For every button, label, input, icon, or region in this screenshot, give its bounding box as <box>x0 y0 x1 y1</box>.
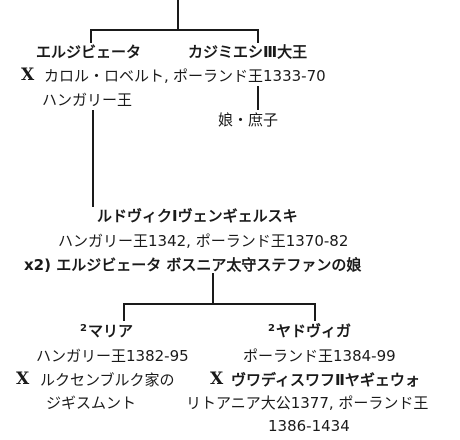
ludwik-marriage: x2) エルジビェータ ボスニア太守ステファンの娘 <box>24 256 362 274</box>
kazimierz-child-line <box>257 86 259 110</box>
ludwik-name: ルドヴィクⅠヴェンギェルスキ <box>97 207 298 225</box>
jadwiga-spouse: ヴワディスワフⅡヤギェウォ <box>231 371 420 389</box>
gen3-stem-line <box>212 273 214 305</box>
elzbieta-drop-line <box>90 29 92 43</box>
jadwiga-spouse-title-line2: 1386-1434 <box>268 417 350 435</box>
maria-number: 2 <box>80 323 87 334</box>
elzbieta-spouse: カロル・ロベルト, <box>44 67 169 85</box>
jadwiga-name-line: 2ヤドヴィガ <box>268 322 351 343</box>
jadwiga-drop-line <box>314 303 316 321</box>
kazimierz-name: カジミエシⅢ大王 <box>188 43 308 61</box>
jadwiga-marriage-mark: X <box>210 369 224 389</box>
maria-spouse-line1: ルクセンブルク家の <box>40 371 175 389</box>
jadwiga-spouse-title-line1: リトアニア大公1377, ポーランド王 <box>186 394 429 412</box>
maria-spouse-line2: ジギスムント <box>46 394 137 412</box>
elzbieta-spouse-title: ハンガリー王 <box>42 91 133 109</box>
gen1-sibling-bar <box>90 29 259 31</box>
jadwiga-number: 2 <box>268 323 275 334</box>
gen3-sibling-bar <box>123 303 316 305</box>
ludwik-descent-line <box>92 110 94 207</box>
elzbieta-marriage-mark: X <box>21 65 35 85</box>
kazimierz-child: 娘・庶子 <box>218 111 279 129</box>
jadwiga-name: ヤドヴィガ <box>275 322 351 340</box>
maria-name-line: 2マリア <box>80 322 133 343</box>
maria-name: マリア <box>87 322 133 340</box>
kazimierz-drop-line <box>257 29 259 43</box>
maria-marriage-mark: X <box>16 369 30 389</box>
top-stem-line <box>177 0 179 30</box>
maria-drop-line <box>123 303 125 321</box>
ludwik-title: ハンガリー王1342, ポーランド王1370-82 <box>58 232 349 250</box>
jadwiga-title: ポーランド王1384-99 <box>243 347 396 365</box>
kazimierz-title: ポーランド王1333-70 <box>173 67 326 85</box>
maria-title: ハンガリー王1382-95 <box>36 347 189 365</box>
elzbieta-name: エルジビェータ <box>36 43 142 61</box>
